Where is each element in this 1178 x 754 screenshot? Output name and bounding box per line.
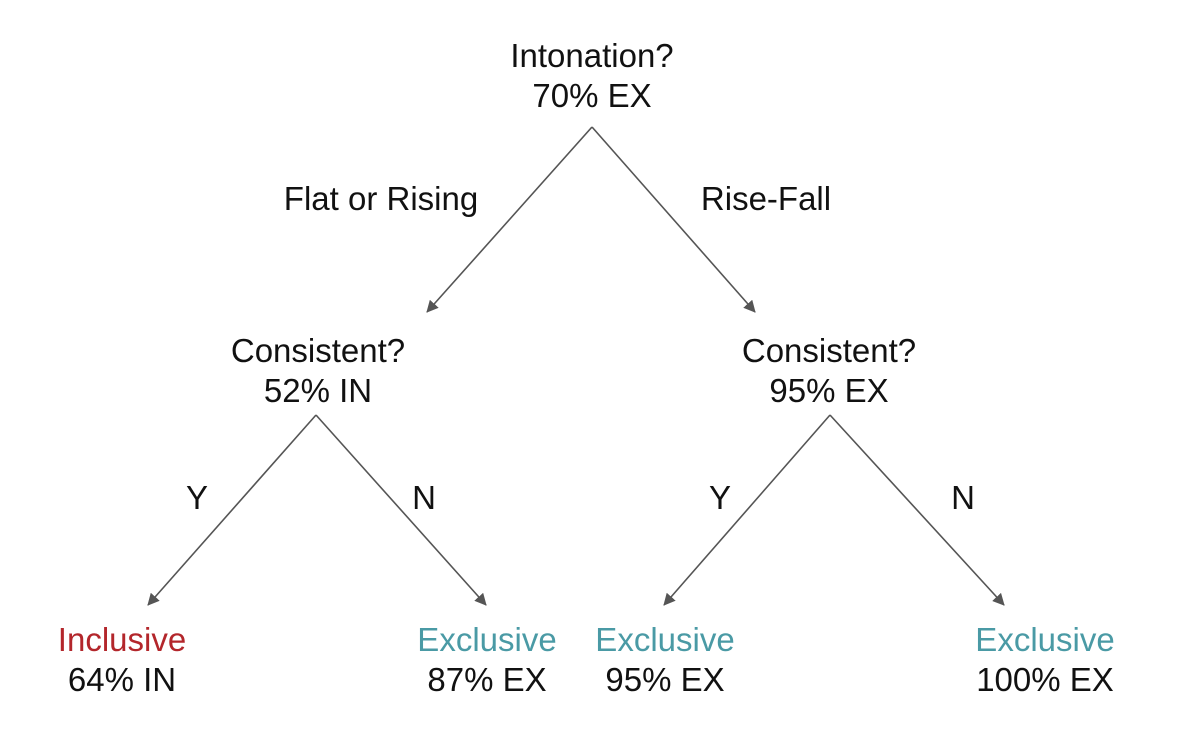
leaf-rr-class: Exclusive (975, 621, 1115, 658)
node-right: Consistent? 95% EX (742, 331, 916, 411)
edge-root-to-right (591, 126, 756, 313)
leaf-rr-stat: 100% EX (976, 661, 1114, 698)
node-root-stat: 70% EX (532, 77, 652, 114)
leaf-inclusive-ll: Inclusive 64% IN (58, 620, 186, 700)
leaf-lr-stat: 87% EX (427, 661, 547, 698)
node-left-stat: 52% IN (263, 372, 373, 409)
leaf-exclusive-rl: Exclusive 95% EX (595, 620, 734, 700)
edge-label-rise-fall: Rise-Fall (700, 180, 832, 217)
node-right-question: Consistent? (741, 332, 917, 369)
edge-label-flat-or-rising: Flat or Rising (283, 180, 479, 217)
leaf-ll-stat: 64% IN (67, 661, 177, 698)
leaf-exclusive-lr: Exclusive 87% EX (417, 620, 556, 700)
edge-label-left-yes: Y (185, 479, 209, 516)
leaf-ll-class: Inclusive (57, 621, 187, 658)
leaf-rl-class: Exclusive (595, 621, 735, 658)
node-root-question: Intonation? (510, 37, 674, 74)
node-left: Consistent? 52% IN (231, 331, 405, 411)
edge-right-to-leaf-rl (663, 414, 831, 606)
edge-right-to-leaf-rr (829, 414, 1005, 606)
edge-label-left-no: N (412, 479, 436, 516)
node-right-stat: 95% EX (769, 372, 889, 409)
edge-left-to-leaf-ll (147, 414, 317, 606)
node-root: Intonation? 70% EX (510, 36, 673, 116)
leaf-rl-stat: 95% EX (605, 661, 725, 698)
leaf-lr-class: Exclusive (417, 621, 557, 658)
edge-label-right-yes: Y (708, 479, 732, 516)
leaf-exclusive-rr: Exclusive 100% EX (975, 620, 1114, 700)
edge-label-right-no: N (951, 479, 975, 516)
edge-root-to-left (426, 126, 593, 313)
edge-left-to-leaf-lr (315, 414, 487, 606)
node-left-question: Consistent? (230, 332, 406, 369)
